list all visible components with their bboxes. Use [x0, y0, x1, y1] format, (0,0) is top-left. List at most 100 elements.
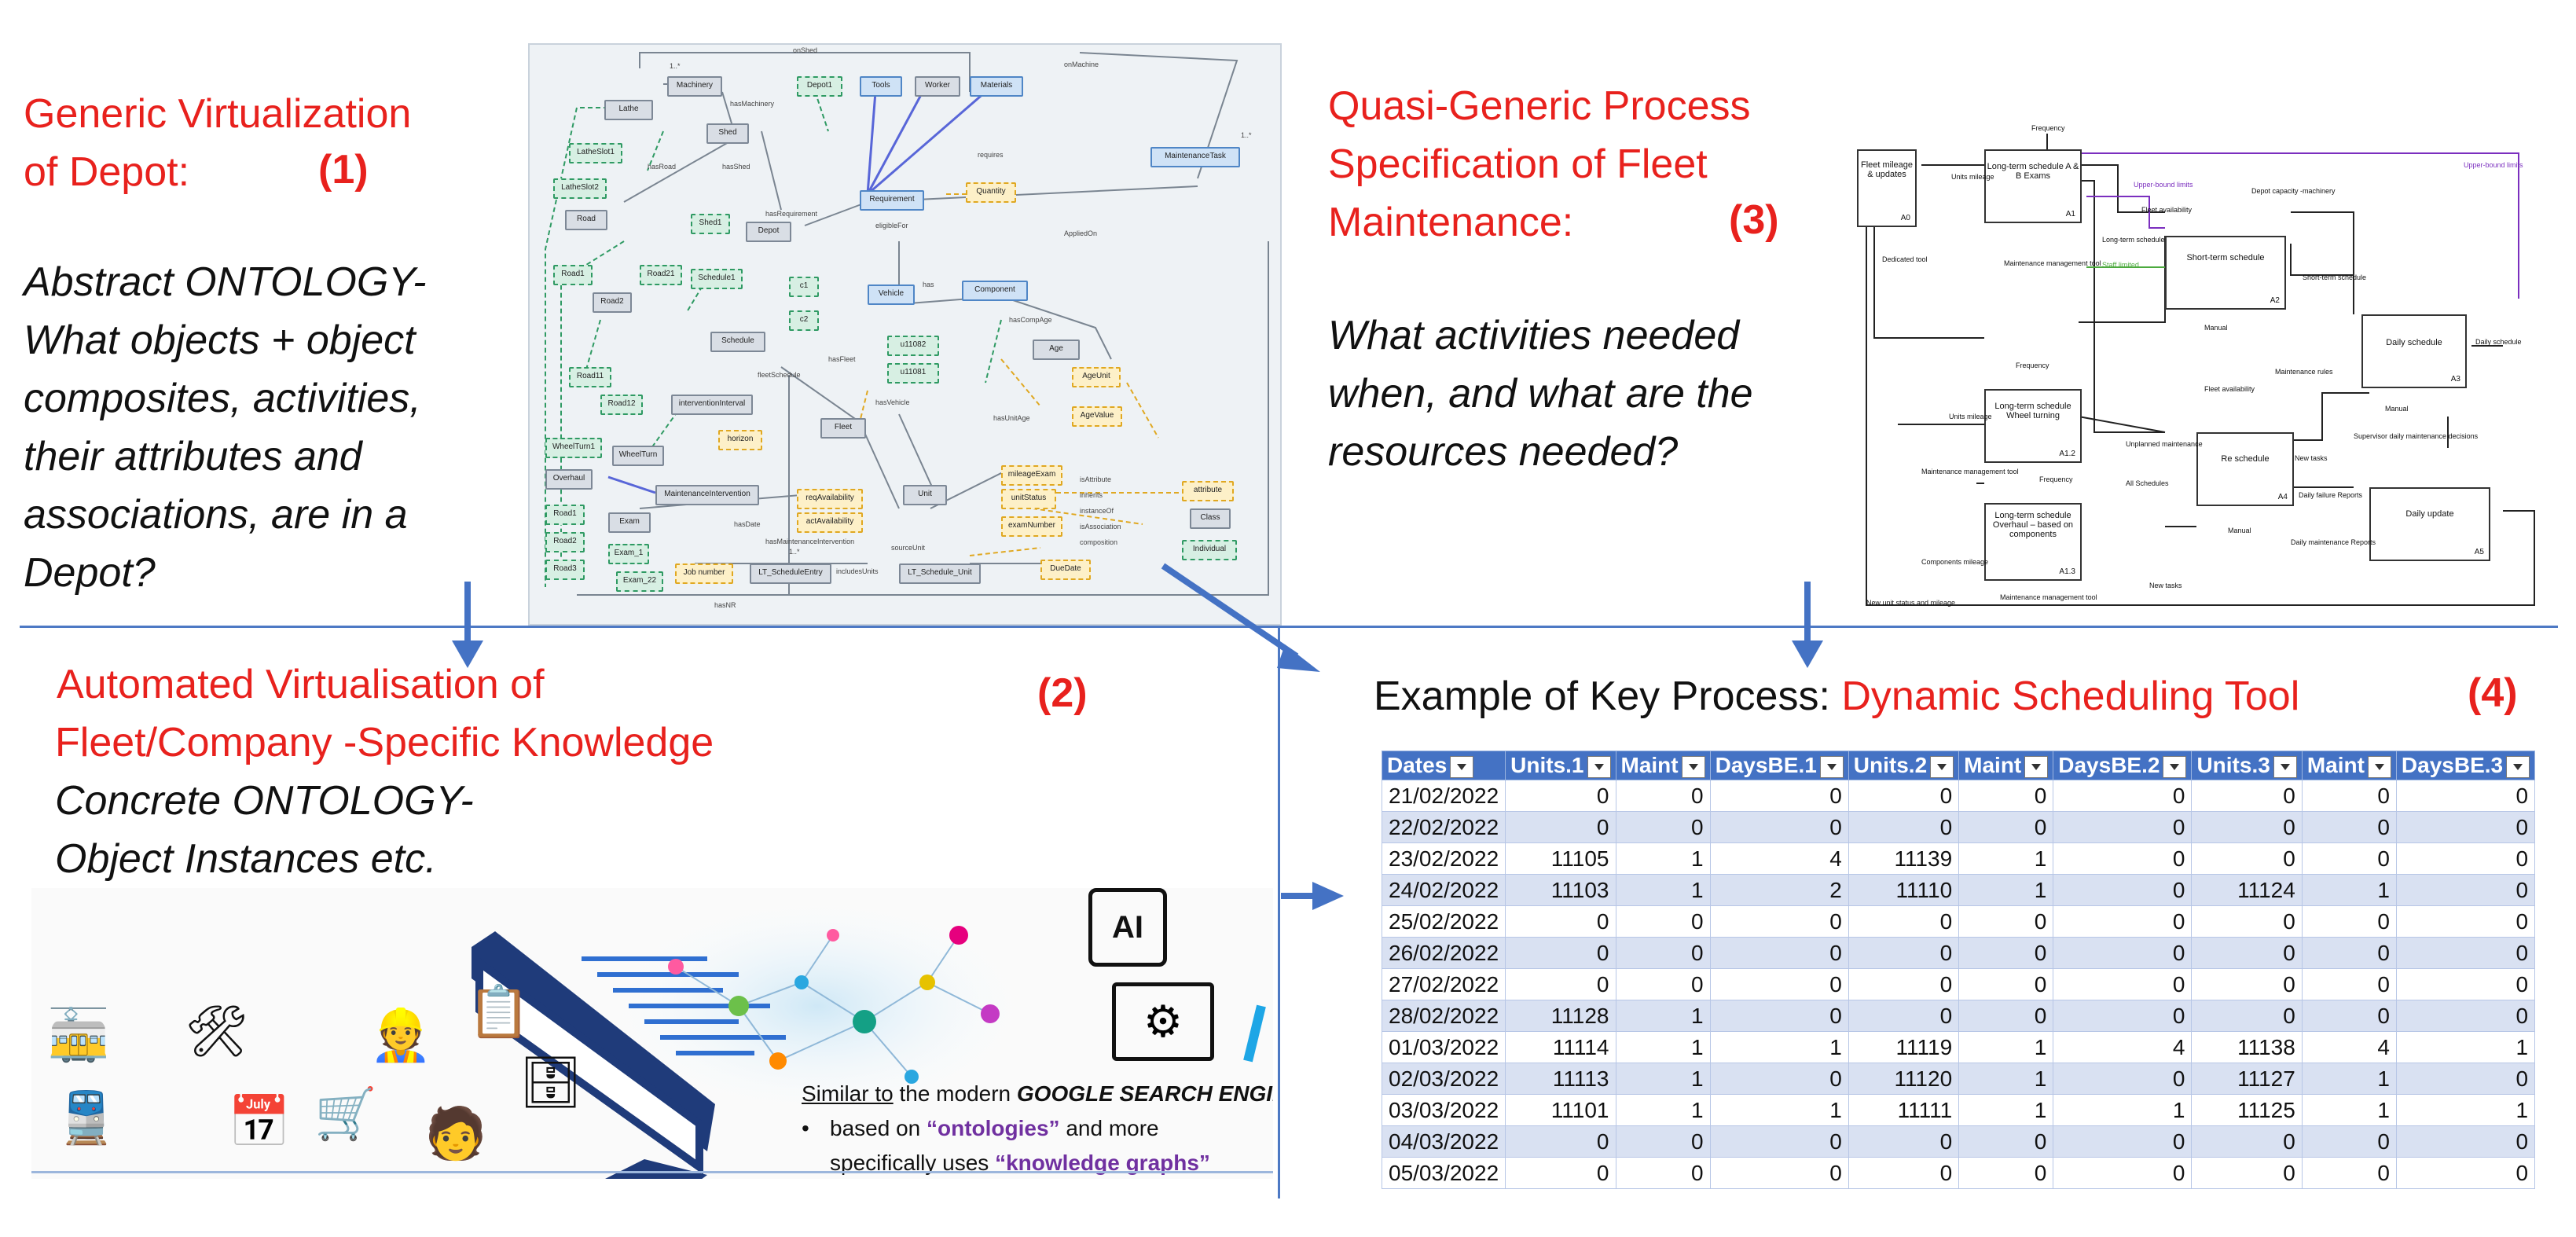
onto-node: Worker: [915, 76, 960, 97]
trolley-icon: 🛒: [314, 1085, 377, 1142]
table-cell: 0: [2191, 937, 2303, 969]
table-header-cell[interactable]: DaysBE.2: [2053, 751, 2193, 780]
q2-body-line: Concrete ONTOLOGY-: [55, 778, 474, 824]
idef0-label: Components mileage: [1921, 558, 1989, 566]
table-cell: 0: [2301, 811, 2397, 843]
q4-title-prefix: Example of Key Process:: [1374, 674, 1842, 719]
filter-dropdown-icon[interactable]: [2024, 755, 2049, 778]
idef0-label: Daily failure Reports: [2299, 491, 2363, 499]
onto-node: interventionInterval: [671, 395, 753, 415]
table-cell: 0: [1958, 1157, 2054, 1189]
table-header-cell[interactable]: Units.2: [1848, 751, 1960, 780]
table-cell: 0: [1958, 968, 2054, 1000]
table-cell: 0: [1848, 1125, 1960, 1158]
onto-node: AgeUnit: [1072, 367, 1121, 387]
onto-node: AgeValue: [1072, 406, 1122, 427]
table-header-cell[interactable]: DaysBE.3: [2395, 751, 2536, 780]
q1-body: Abstract ONTOLOGY- What objects + object…: [24, 253, 426, 602]
filter-dropdown-icon[interactable]: [1930, 755, 1954, 778]
illustration-art: [31, 888, 1273, 1179]
idef0-label: Supervisor daily maintenance decisions: [2354, 432, 2479, 440]
q3-title-line1: Quasi-Generic Process: [1328, 83, 1751, 129]
q3-body: What activities needed when, and what ar…: [1328, 306, 1753, 481]
idef0-label: Manual: [2228, 527, 2251, 534]
onto-node: Road11: [569, 367, 611, 387]
idef0-label: All Schedules: [2126, 479, 2169, 487]
onto-node: c1: [789, 277, 819, 297]
filter-dropdown-icon[interactable]: [2163, 755, 2187, 778]
table-cell: 0: [2301, 905, 2397, 938]
table-cell: 0: [1958, 811, 2054, 843]
onto-edge-label: hasRequirement: [765, 210, 818, 218]
table-cell: 0: [1709, 937, 1849, 969]
onto-node: Component: [962, 281, 1028, 301]
onto-node: Road12: [600, 395, 643, 415]
idef0-box-label: Re schedule: [2221, 454, 2270, 464]
table-cell: 11111: [1848, 1094, 1960, 1126]
onto-node: Lathe: [604, 100, 653, 120]
filter-dropdown-icon[interactable]: [1587, 755, 1611, 778]
schedule-table: Dates Units.1 Maint DaysBE.1 Units.2 Mai…: [1381, 751, 2536, 1189]
idef0-box-a0: Fleet mileage & updates A0: [1857, 149, 1917, 227]
table-cell-date: 25/02/2022: [1381, 905, 1506, 938]
q2-title-line2: Fleet/Company -Specific Knowledge: [55, 720, 714, 765]
table-cell: 0: [1848, 905, 1960, 938]
onto-node: Machinery: [667, 76, 722, 97]
table-header-cell[interactable]: DaysBE.1: [1709, 751, 1849, 780]
table-cell: 0: [1709, 905, 1849, 938]
onto-edge-label: hasRoad: [648, 163, 677, 171]
table-header-cell[interactable]: Dates: [1381, 751, 1506, 780]
filter-dropdown-icon[interactable]: [1681, 755, 1705, 778]
table-cell-date: 02/03/2022: [1381, 1063, 1506, 1095]
table-cell: 0: [1709, 780, 1849, 812]
onto-edge-label: AppliedOn: [1064, 229, 1098, 237]
filter-dropdown-icon[interactable]: [2506, 755, 2530, 778]
table-header-cell[interactable]: Units.1: [1505, 751, 1616, 780]
idef0-label: Fleet availability: [2141, 206, 2193, 214]
idef0-label: Maintenance management tool: [1921, 468, 2019, 475]
table-cell: 0: [2395, 811, 2536, 843]
table-cell-date: 22/02/2022: [1381, 811, 1506, 843]
table-cell: 0: [2301, 1157, 2397, 1189]
q3-title: Quasi-Generic Process Specification of F…: [1328, 77, 1751, 251]
table-cell: 11119: [1848, 1031, 1960, 1063]
table-header-cell[interactable]: Maint: [1958, 751, 2054, 780]
q1-number: (1): [318, 147, 369, 193]
idef0-box-id: A3: [2450, 375, 2460, 384]
filter-dropdown-icon[interactable]: [2367, 755, 2391, 778]
filter-dropdown-icon[interactable]: [1450, 755, 1474, 778]
q4-number: (4): [2468, 670, 2518, 716]
onto-edge-label: isAttribute: [1080, 475, 1112, 483]
idef0-label: New tasks: [2295, 454, 2328, 462]
table-header-cell[interactable]: Maint: [1615, 751, 1711, 780]
table-header-cell[interactable]: Maint: [2301, 751, 2397, 780]
table-cell: 0: [2395, 968, 2536, 1000]
idef0-label: Unplanned maintenance: [2126, 440, 2203, 448]
filter-dropdown-icon[interactable]: [1819, 755, 1844, 778]
table-header-cell[interactable]: Units.3: [2191, 751, 2303, 780]
onto-edge-label: hasShed: [722, 163, 750, 171]
idef0-label: Short-term schedule: [2303, 273, 2367, 281]
onto-node: LT_ScheduleEntry: [750, 563, 831, 584]
table-cell: 0: [1848, 1000, 1960, 1032]
table-cell: 0: [2395, 1157, 2536, 1189]
idef0-box-id: A1.2: [2059, 450, 2075, 458]
idef0-label: Long-term schedule: [2102, 236, 2165, 244]
filter-dropdown-icon[interactable]: [2273, 755, 2297, 778]
search-engine-bold: GOOGLE SEARCH ENGINE: [1016, 1081, 1273, 1106]
table-cell: 0: [1615, 780, 1711, 812]
onto-node: reqAvailability: [797, 489, 863, 509]
onto-edge-label: hasNR: [714, 601, 736, 609]
tools-gear-icon: 🛠: [185, 1003, 249, 1059]
table-cell: 0: [2053, 1063, 2193, 1095]
idef0-box-id: A0: [1900, 214, 1910, 222]
table-cell: 0: [1958, 1000, 2054, 1032]
onto-node: Shed: [706, 123, 749, 144]
onto-node: c2: [789, 310, 819, 331]
q1-title: Generic Virtualization of Depot:: [24, 85, 411, 201]
ontology-edges: [545, 52, 1269, 596]
idef0-box-id: A5: [2474, 548, 2484, 556]
